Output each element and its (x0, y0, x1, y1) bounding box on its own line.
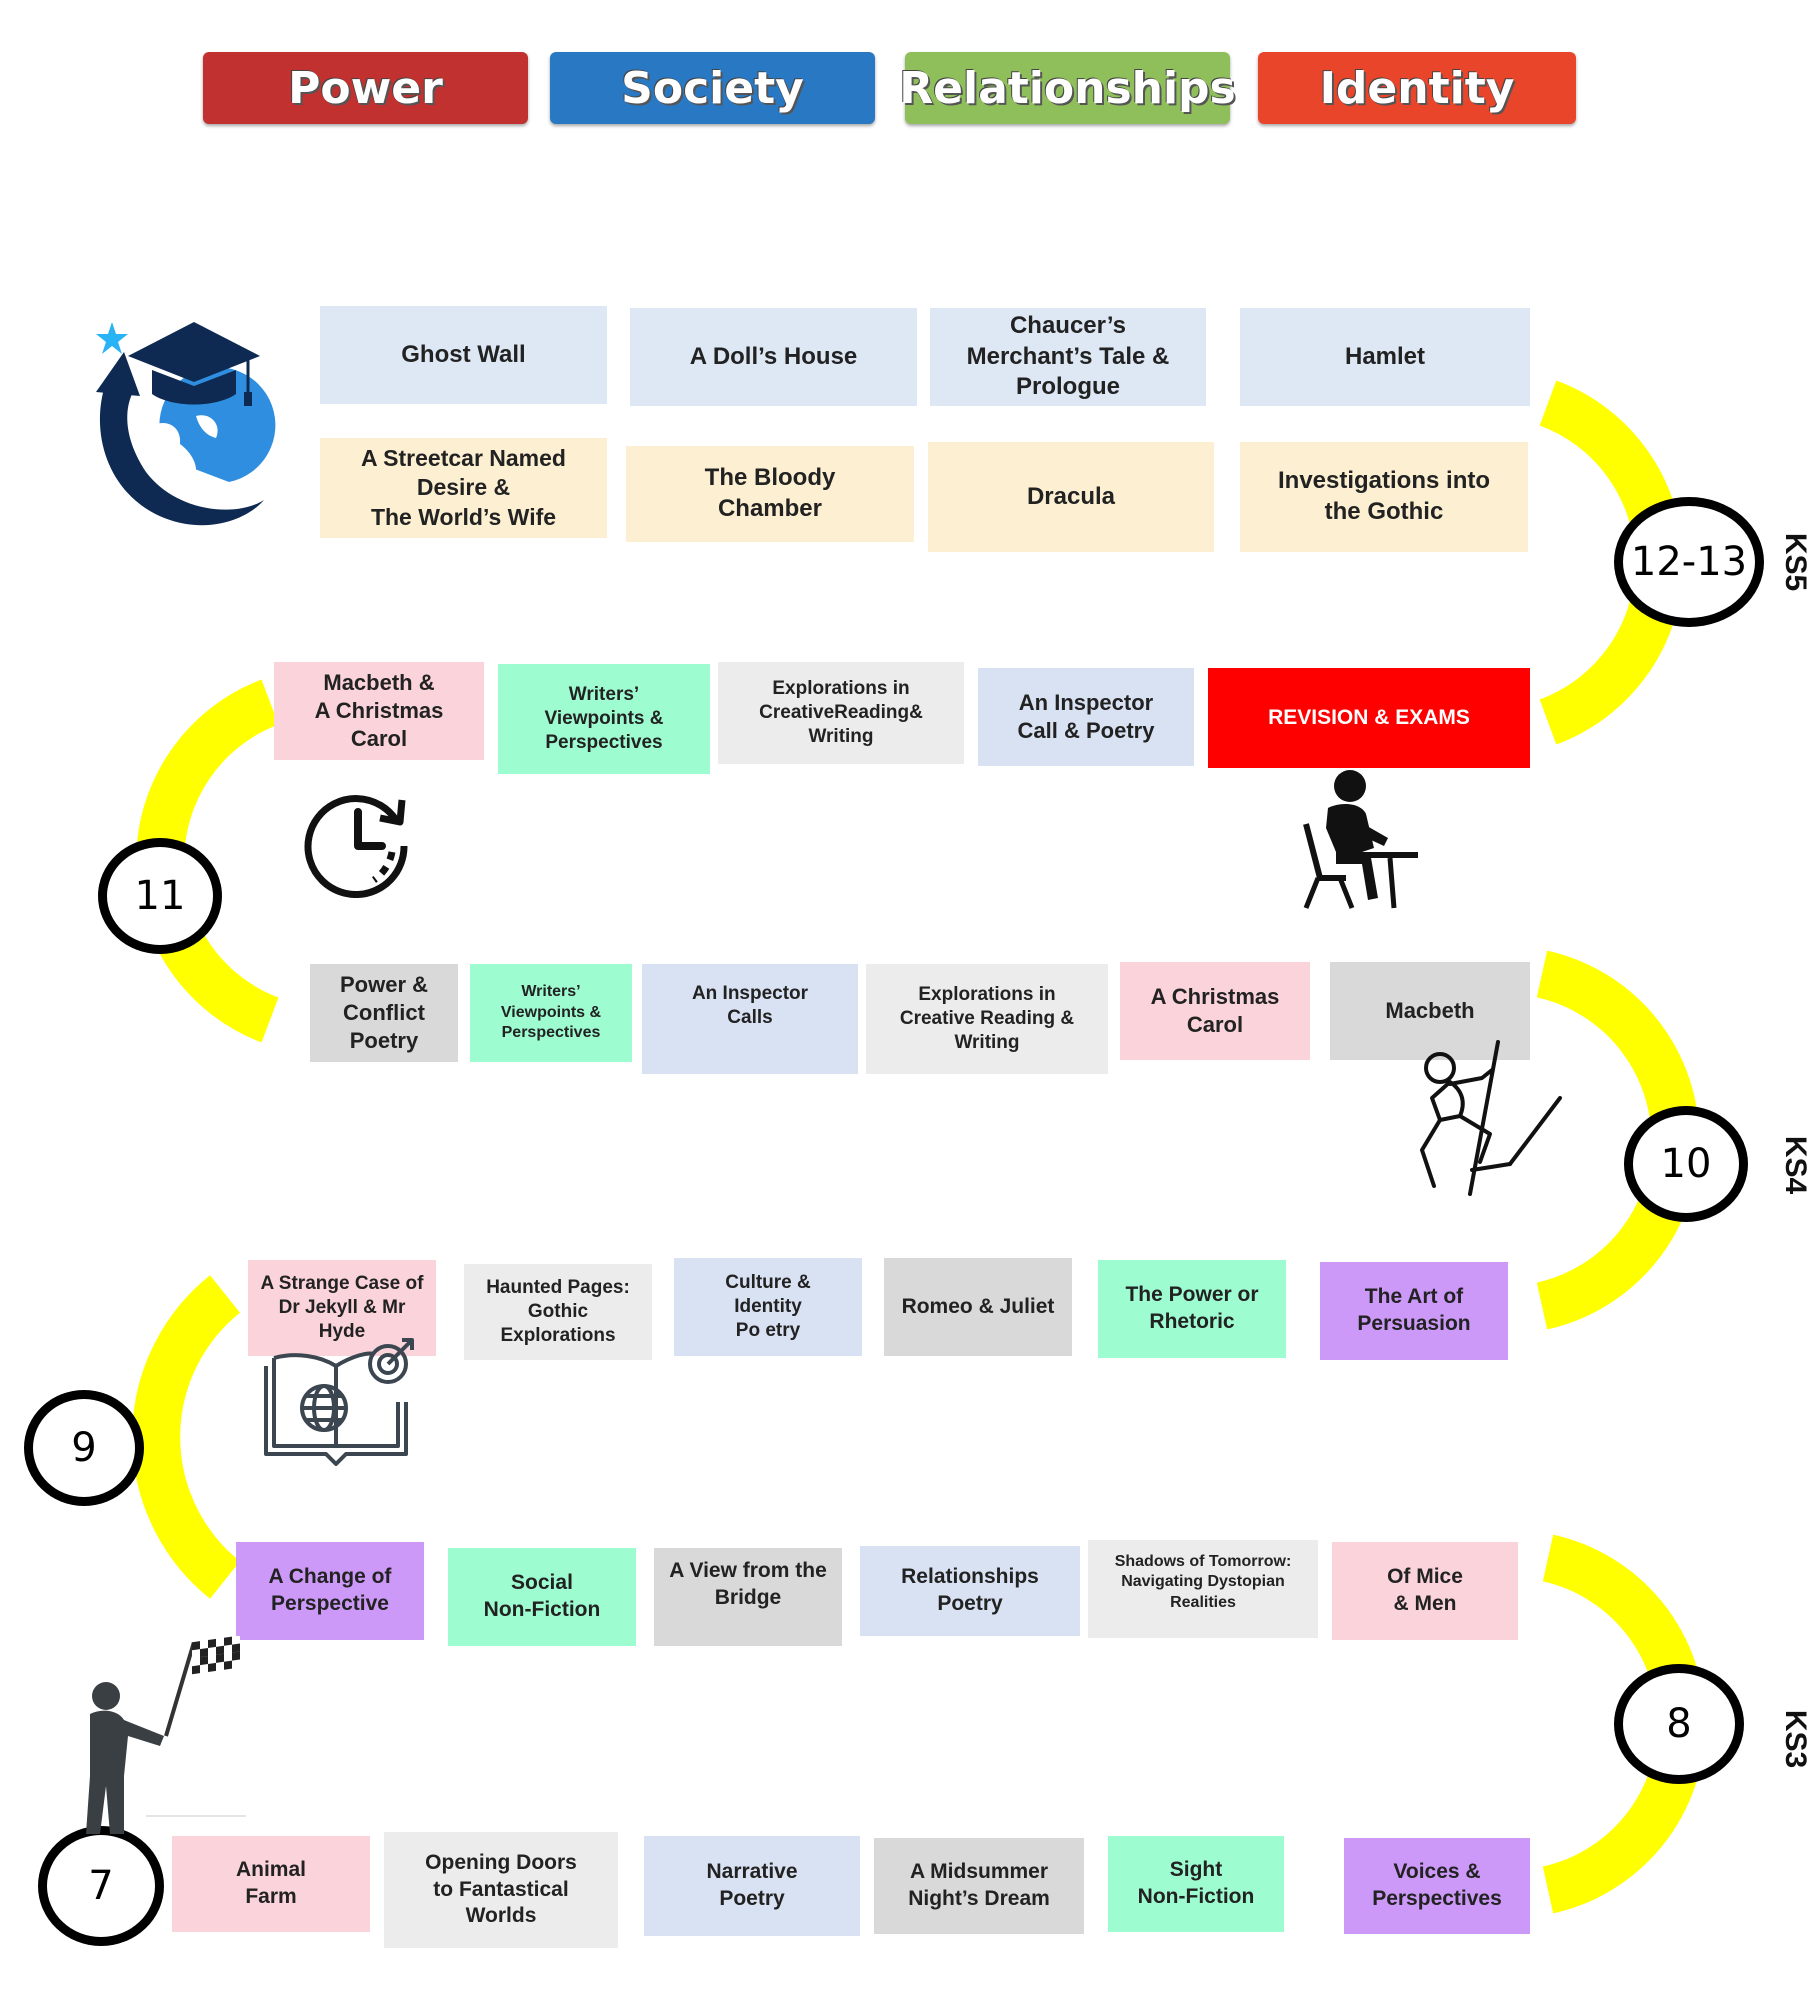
theme-power: Power (203, 52, 528, 124)
year-11-marker: 11 (98, 838, 222, 954)
unit-power-conflict-poetry: Power & Conflict Poetry (310, 964, 458, 1062)
year-12-13-marker: 12-13 (1614, 497, 1764, 627)
unit-haunted-pages: Haunted Pages: Gothic Explorations (464, 1264, 652, 1360)
year-11-label: 11 (134, 873, 186, 919)
year-7-marker: 7 (38, 1826, 164, 1946)
unit-social-non-fiction: Social Non-Fiction (448, 1548, 636, 1646)
unit-bloody-chamber: The Bloody Chamber (626, 446, 914, 542)
unit-explorations-creative-y10: Explorations in Creative Reading & Writi… (866, 964, 1108, 1074)
book-globe-target-icon (264, 1338, 414, 1466)
year-10-marker: 10 (1624, 1106, 1748, 1222)
unit-culture-identity-poetry: Culture & Identity Po etry (674, 1258, 862, 1356)
theme-society: Society (550, 52, 875, 124)
unit-writers-viewpoints-y10: Writers’ Viewpoints & Perspectives (470, 964, 632, 1062)
unit-sight-non-fiction: Sight Non-Fiction (1108, 1836, 1284, 1932)
unit-relationships-poetry: Relationships Poetry (860, 1546, 1080, 1636)
theme-identity: Identity (1258, 52, 1576, 124)
unit-romeo-juliet: Romeo & Juliet (884, 1258, 1072, 1356)
unit-inspector-call-poetry: An Inspector Call & Poetry (978, 668, 1194, 766)
unit-writers-viewpoints-y11: Writers’ Viewpoints & Perspectives (498, 664, 710, 774)
unit-hamlet: Hamlet (1240, 308, 1530, 406)
unit-ghost-wall: Ghost Wall (320, 306, 607, 404)
unit-streetcar-worlds-wife: A Streetcar Named Desire & The World’s W… (320, 438, 607, 538)
unit-christmas-carol: A Christmas Carol (1120, 962, 1310, 1060)
clock-refresh-icon (304, 795, 408, 898)
unit-a-dolls-house: A Doll’s House (630, 308, 917, 406)
unit-animal-farm: Animal Farm (172, 1836, 370, 1932)
unit-dracula: Dracula (928, 442, 1214, 552)
unit-narrative-poetry: Narrative Poetry (644, 1836, 860, 1936)
unit-midsummer-nights-dream: A Midsummer Night’s Dream (874, 1838, 1084, 1934)
year-7-label: 7 (88, 1863, 114, 1909)
unit-view-from-the-bridge: A View from the Bridge (654, 1548, 842, 1646)
theme-society-label: Society (621, 62, 804, 114)
year-9-marker: 9 (24, 1390, 144, 1506)
unit-investigations-gothic: Investigations into the Gothic (1240, 442, 1528, 552)
unit-shadows-of-tomorrow: Shadows of Tomorrow: Navigating Dystopia… (1088, 1540, 1318, 1638)
theme-power-label: Power (288, 62, 443, 114)
year-12-13-label: 12-13 (1630, 539, 1748, 585)
climber-icon (1420, 1040, 1562, 1196)
unit-explorations-creative-y11: Explorations in CreativeReading& Writing (718, 662, 964, 764)
unit-macbeth-christmas-carol: Macbeth & A Christmas Carol (274, 662, 484, 760)
unit-art-of-persuasion: The Art of Persuasion (1320, 1262, 1508, 1360)
theme-relationships-label: Relationships (899, 62, 1236, 114)
unit-revision-exams: REVISION & EXAMS (1208, 668, 1530, 768)
year-8-marker: 8 (1614, 1664, 1744, 1784)
flag-bearer-icon (86, 1636, 246, 1834)
theme-relationships: Relationships (899, 52, 1236, 124)
ks3-label: KS3 (1779, 1709, 1813, 1769)
checkered-flag (192, 1636, 240, 1675)
track-curve-y9 (132, 1275, 241, 1599)
unit-change-of-perspective: A Change of Perspective (236, 1542, 424, 1640)
year-8-label: 8 (1666, 1701, 1692, 1747)
theme-identity-label: Identity (1319, 62, 1515, 114)
unit-of-mice-and-men: Of Mice & Men (1332, 1542, 1518, 1640)
unit-power-rhetoric: The Power or Rhetoric (1098, 1260, 1286, 1358)
ks5-label: KS5 (1779, 532, 1813, 592)
unit-inspector-calls: An Inspector Calls (642, 964, 858, 1074)
year-10-label: 10 (1660, 1141, 1712, 1187)
unit-chaucer: Chaucer’s Merchant’s Tale & Prologue (930, 308, 1206, 406)
student-at-desk-icon (1303, 770, 1418, 909)
unit-opening-doors: Opening Doors to Fantastical Worlds (384, 1832, 618, 1948)
unit-voices-perspectives: Voices & Perspectives (1344, 1838, 1530, 1934)
ks4-label: KS4 (1779, 1135, 1813, 1195)
graduation-globe-icon (96, 322, 276, 526)
year-9-label: 9 (71, 1425, 97, 1471)
